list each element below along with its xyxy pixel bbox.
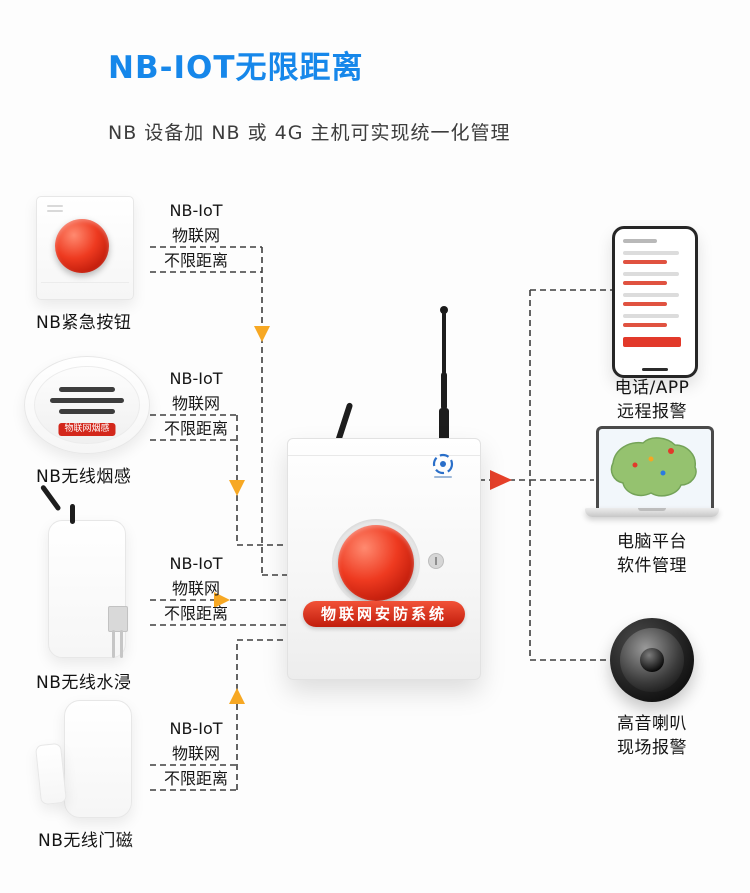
connection-label-line: 不限距离: [163, 251, 228, 270]
screen-row: [623, 251, 679, 255]
antenna-tip: [440, 306, 448, 314]
hub-seam: [288, 455, 480, 456]
map-pin-icon: [648, 456, 654, 462]
map-pin-icon: [632, 462, 638, 468]
hub-antenna: [442, 312, 446, 374]
output-label-line: 软件管理: [617, 556, 687, 576]
screen-row: [623, 281, 667, 285]
label-phone-output: 电话/APP 远程报警: [592, 376, 712, 424]
hub-keyhole: [428, 553, 444, 569]
arrow-up-icon: [229, 688, 245, 704]
phone-device: [612, 226, 698, 378]
phone-home-bar: [642, 368, 668, 371]
connection-label-line: 物联网: [171, 226, 220, 245]
map-pin-icon: [660, 470, 666, 476]
screen-row: [623, 272, 679, 276]
speaker-device: [610, 618, 694, 702]
hub-antenna: [441, 372, 447, 410]
water-probe: [112, 630, 115, 658]
connection-label: NB-IoT 物联网 不限距离: [150, 198, 242, 273]
speaker-dome: [640, 648, 664, 672]
laptop-base: [585, 508, 719, 517]
output-label-line: 高音喇叭: [617, 714, 687, 734]
label-water-sensor: NB无线水浸: [36, 673, 132, 693]
door-sensor-device: [64, 700, 132, 818]
label-smoke-detector: NB无线烟感: [36, 467, 132, 487]
label-emergency-button: NB紧急按钮: [36, 313, 132, 333]
connection-label-line: NB-IoT: [169, 369, 223, 388]
screen-action-bar: [623, 337, 681, 347]
arrow-down-icon: [229, 480, 245, 496]
connection-label: NB-IoT 物联网 不限距离: [150, 366, 242, 441]
label-laptop-output: 电脑平台 软件管理: [592, 530, 712, 578]
connection-label-line: NB-IoT: [169, 554, 223, 573]
vent-slot: [59, 409, 115, 414]
hub-alarm-button: [338, 525, 414, 601]
label-door-sensor: NB无线门磁: [38, 831, 134, 851]
page-subtitle: NB 设备加 NB 或 4G 主机可实现统一化管理: [108, 122, 511, 144]
connection-label-line: NB-IoT: [169, 201, 223, 220]
emergency-button-device: [36, 196, 134, 300]
connection-label-line: 不限距离: [163, 604, 228, 623]
emergency-red-button: [55, 219, 109, 273]
label-speaker-output: 高音喇叭 现场报警: [592, 712, 712, 760]
probe-bracket: [108, 606, 128, 632]
water-sensor-device: [39, 484, 128, 690]
arrow-down-icon: [254, 326, 270, 342]
connection-label-line: 物联网: [171, 744, 220, 763]
smoke-detector-badge: 物联网烟感: [58, 423, 116, 436]
connection-label: NB-IoT 物联网 不限距离: [150, 551, 242, 626]
laptop-device: [596, 426, 714, 511]
arrow-right-icon: [490, 470, 512, 490]
hub-device: 物联网安防系统: [287, 438, 481, 680]
screen-row: [623, 293, 679, 297]
smoke-detector-device: 物联网烟感: [24, 356, 150, 454]
output-label-line: 电脑平台: [617, 532, 687, 552]
screen-row: [623, 239, 657, 243]
page-title: NB-IOT无限距离: [108, 50, 364, 86]
hub-antenna-base: [439, 408, 449, 442]
connection-label-line: 物联网: [171, 394, 220, 413]
screen-row: [623, 314, 679, 318]
vent-slot: [59, 387, 115, 392]
screen-row: [623, 302, 667, 306]
laptop-map: [610, 437, 697, 497]
antenna-icon: [70, 504, 75, 524]
output-label-line: 远程报警: [617, 402, 687, 422]
water-probe: [120, 630, 123, 658]
vent-slot: [47, 210, 63, 212]
screen-row: [623, 323, 667, 327]
vent-slot: [50, 398, 124, 403]
output-label-line: 电话/APP: [614, 378, 690, 398]
connection-label-line: NB-IoT: [169, 719, 223, 738]
connection-label-line: 不限距离: [163, 769, 228, 788]
door-sensor-magnet-bar: [34, 742, 68, 806]
map-pin-icon: [668, 448, 674, 454]
output-label-line: 现场报警: [617, 738, 687, 758]
screen-row: [623, 260, 667, 264]
connection-label: NB-IoT 物联网 不限距离: [150, 716, 242, 791]
antenna-icon: [39, 484, 62, 512]
panel-divider: [41, 282, 129, 283]
connection-label-line: 物联网: [171, 579, 220, 598]
connection-label-line: 不限距离: [163, 419, 228, 438]
hub-logo-icon: [432, 453, 454, 478]
laptop-notch: [638, 508, 666, 511]
vent-slot: [47, 205, 63, 207]
hub-banner: 物联网安防系统: [303, 601, 465, 627]
